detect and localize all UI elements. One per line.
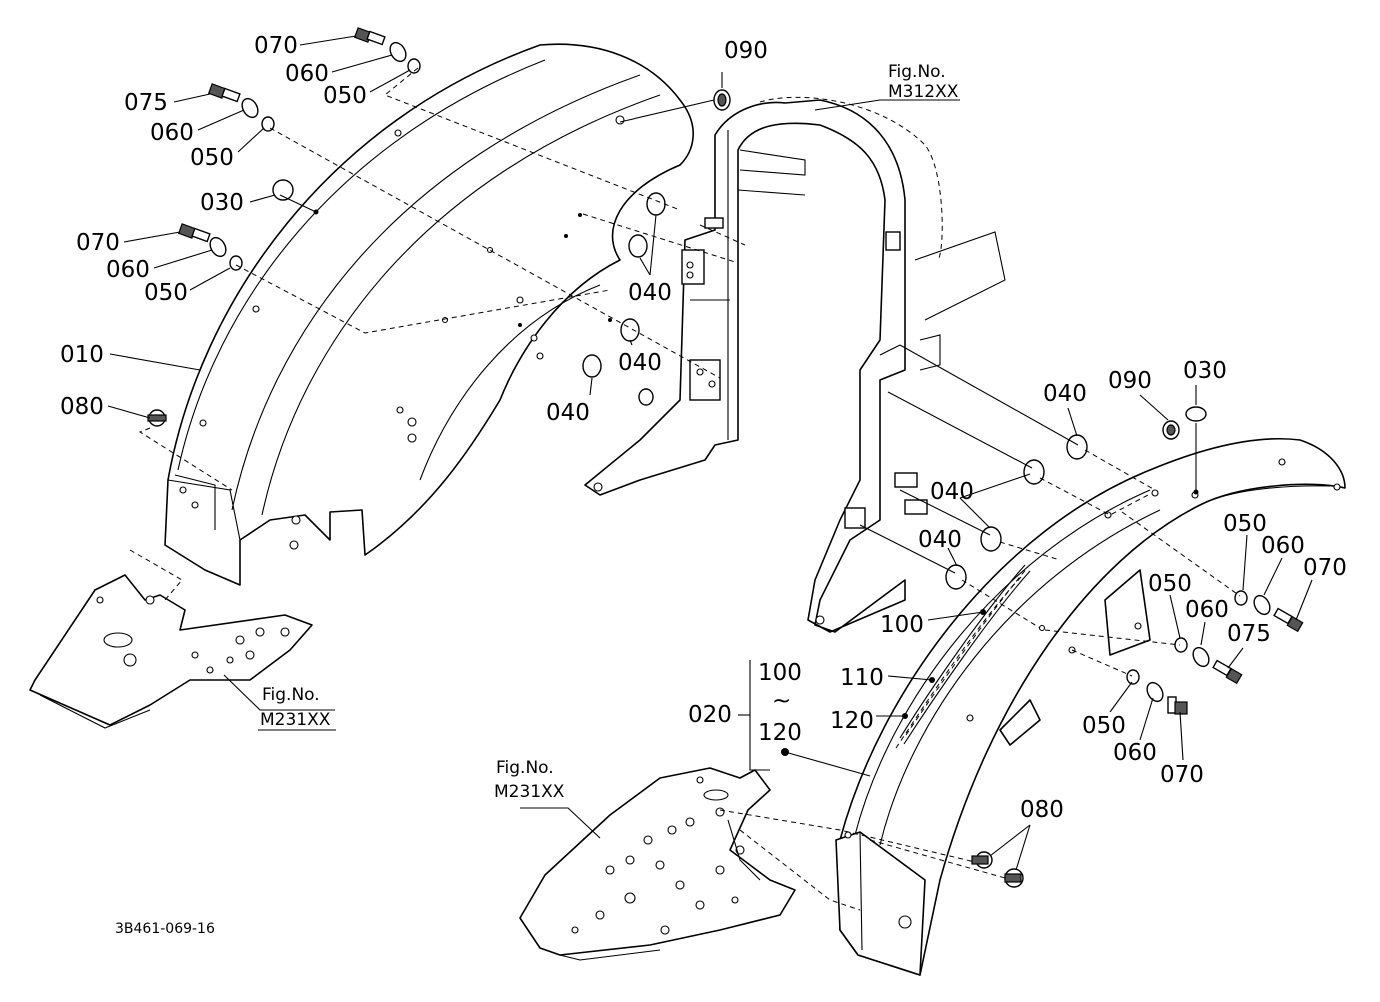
callout-040: 040 xyxy=(628,280,672,306)
callout-040: 040 xyxy=(918,527,962,553)
callout-060: 060 xyxy=(1261,533,1305,559)
hardware xyxy=(147,27,1304,888)
callout-090: 090 xyxy=(1108,368,1152,394)
callout-075: 075 xyxy=(1227,621,1271,647)
callout-070: 070 xyxy=(76,230,120,256)
callout-080: 080 xyxy=(60,394,104,420)
callout-070: 070 xyxy=(1303,555,1347,581)
callout-030: 030 xyxy=(1183,358,1227,384)
right-floor-fig-label: Fig.No. xyxy=(496,758,554,778)
callout-050: 050 xyxy=(1223,511,1267,537)
right-floor-plate xyxy=(519,767,796,961)
left-floor-fig-code: M231XX xyxy=(260,710,331,730)
rops-fig-label: Fig.No. xyxy=(888,62,946,82)
left-fender xyxy=(164,43,694,586)
rops-fig-code: M312XX xyxy=(888,82,959,102)
callout-range-tilde: ~ xyxy=(772,688,791,714)
callout-060: 060 xyxy=(150,120,194,146)
callout-050: 050 xyxy=(1082,713,1126,739)
callout-060: 060 xyxy=(106,257,150,283)
callout-050: 050 xyxy=(323,83,367,109)
callout-030: 030 xyxy=(200,190,244,216)
callout-050: 050 xyxy=(1148,571,1192,597)
callouts: 070 060 050 075 060 050 030 070 060 050 … xyxy=(60,33,1347,823)
callout-075: 075 xyxy=(124,90,168,116)
rops-frame xyxy=(584,96,1006,633)
left-floor-plate xyxy=(29,574,313,729)
callout-060: 060 xyxy=(1185,597,1229,623)
callout-040: 040 xyxy=(618,350,662,376)
figure-references: Fig.No. M312XX Fig.No. M231XX Fig.No. M2… xyxy=(258,62,959,802)
callout-060: 060 xyxy=(285,61,329,87)
callout-100: 100 xyxy=(880,612,924,638)
right-fender xyxy=(835,437,1346,976)
callout-050: 050 xyxy=(144,280,188,306)
callout-110: 110 xyxy=(840,665,884,691)
callout-020: 020 xyxy=(688,702,732,728)
callout-010: 010 xyxy=(60,342,104,368)
callout-120-range-end: 120 xyxy=(758,720,802,746)
callout-090: 090 xyxy=(724,38,768,64)
right-floor-fig-code: M231XX xyxy=(494,782,565,802)
left-floor-fig-label: Fig.No. xyxy=(262,685,320,705)
callout-040: 040 xyxy=(930,479,974,505)
leader-lines xyxy=(107,35,1313,871)
assembly-lines xyxy=(129,67,1241,911)
callout-070: 070 xyxy=(254,33,298,59)
drawing-code: 3B461-069-16 xyxy=(115,921,215,937)
callout-040: 040 xyxy=(546,400,590,426)
callout-070: 070 xyxy=(1160,762,1204,788)
callout-050: 050 xyxy=(190,145,234,171)
callout-120: 120 xyxy=(830,708,874,734)
trim-strips xyxy=(895,564,1031,749)
callout-040: 040 xyxy=(1043,381,1087,407)
callout-080: 080 xyxy=(1020,797,1064,823)
callout-100-range-start: 100 xyxy=(758,660,802,686)
callout-060: 060 xyxy=(1113,740,1157,766)
